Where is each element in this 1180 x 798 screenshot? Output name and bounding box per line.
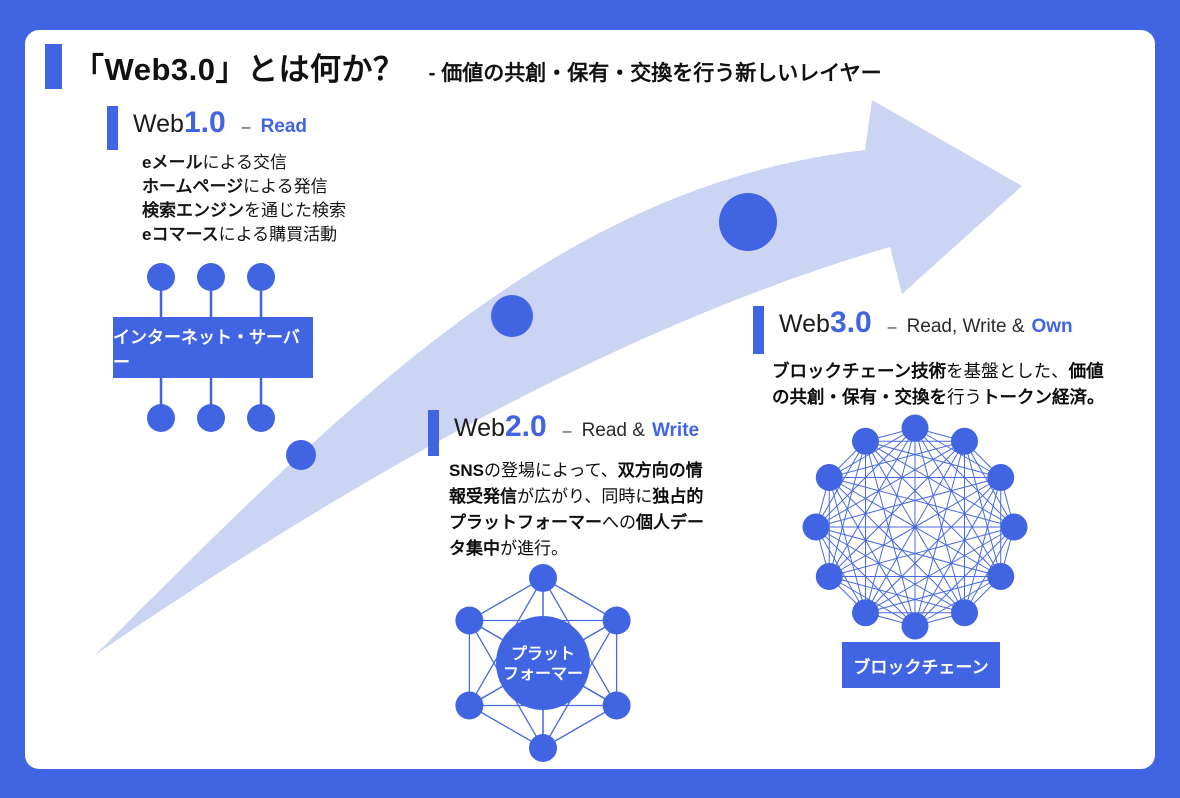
feature-item: 検索エンジンを通じた検索 <box>142 201 346 220</box>
web3-description: ブロックチェーン技術を基盤とした、価値の共創・保有・交換を行うトークン経済。 <box>772 361 1105 407</box>
platformer-label: プラットフォーマー <box>503 644 583 683</box>
web3-prefix: Web <box>779 310 830 338</box>
web2-prefix: Web <box>454 414 505 442</box>
web2-description: SNSの登場によって、双方向の情報受発信が広がり、同時に独占的プラットフォーマー… <box>449 461 704 558</box>
web3-accent-bar <box>753 306 764 354</box>
blockchain-diagram <box>802 414 1028 640</box>
section-header-web2: Web 2.0 – Read & Write <box>428 410 699 456</box>
title-block: 「Web3.0」とは何か？ - 価値の共創・保有・交換を行う新しいレイヤー <box>45 44 882 89</box>
section-header-web1: Web 1.0 – Read <box>107 106 307 150</box>
web2-dash: – <box>562 423 572 440</box>
feature-item: eメールによる交信 <box>142 153 287 172</box>
web1-version: 1.0 <box>183 106 226 139</box>
web1-prefix: Web <box>133 110 184 138</box>
web2-version: 2.0 <box>504 410 547 443</box>
web3-dash: – <box>887 319 897 336</box>
internet-server-diagram <box>147 263 275 432</box>
web3-version: 3.0 <box>829 306 872 339</box>
web1-accent-bar <box>107 106 118 150</box>
blockchain-label: ブロックチェーン <box>842 642 1000 688</box>
section-header-web3: Web 3.0 – Read, Write & Own <box>753 306 1073 354</box>
growth-arrow-shape <box>95 100 1022 655</box>
web3-plain-keywords: Read, Write & <box>906 316 1025 337</box>
web2-plain-keywords: Read & <box>581 420 645 441</box>
web2-accent-bar <box>428 410 439 456</box>
internet-server-label: インターネット・サーバー <box>113 317 313 378</box>
web1-feature-list: eメールによる交信 ホームページによる発信 検索エンジンを通じた検索 eコマース… <box>142 151 346 247</box>
milestone-dot-web2 <box>491 295 533 337</box>
feature-item: eコマースによる購買活動 <box>142 225 338 244</box>
web1-dash: – <box>241 119 251 136</box>
milestone-dot-web1 <box>286 440 316 470</box>
title-accent-bar <box>45 44 62 89</box>
page-subtitle: - 価値の共創・保有・交換を行う新しいレイヤー <box>428 62 882 85</box>
platformer-diagram: プラットフォーマー <box>455 564 631 762</box>
web2-keyword: Write <box>651 420 700 441</box>
page-title: 「Web3.0」とは何か？ <box>73 52 405 87</box>
web3-keyword: Own <box>1031 316 1073 337</box>
feature-item: ホームページによる発信 <box>142 177 328 196</box>
milestone-dot-web3 <box>719 193 777 251</box>
web1-keyword: Read <box>260 116 308 137</box>
